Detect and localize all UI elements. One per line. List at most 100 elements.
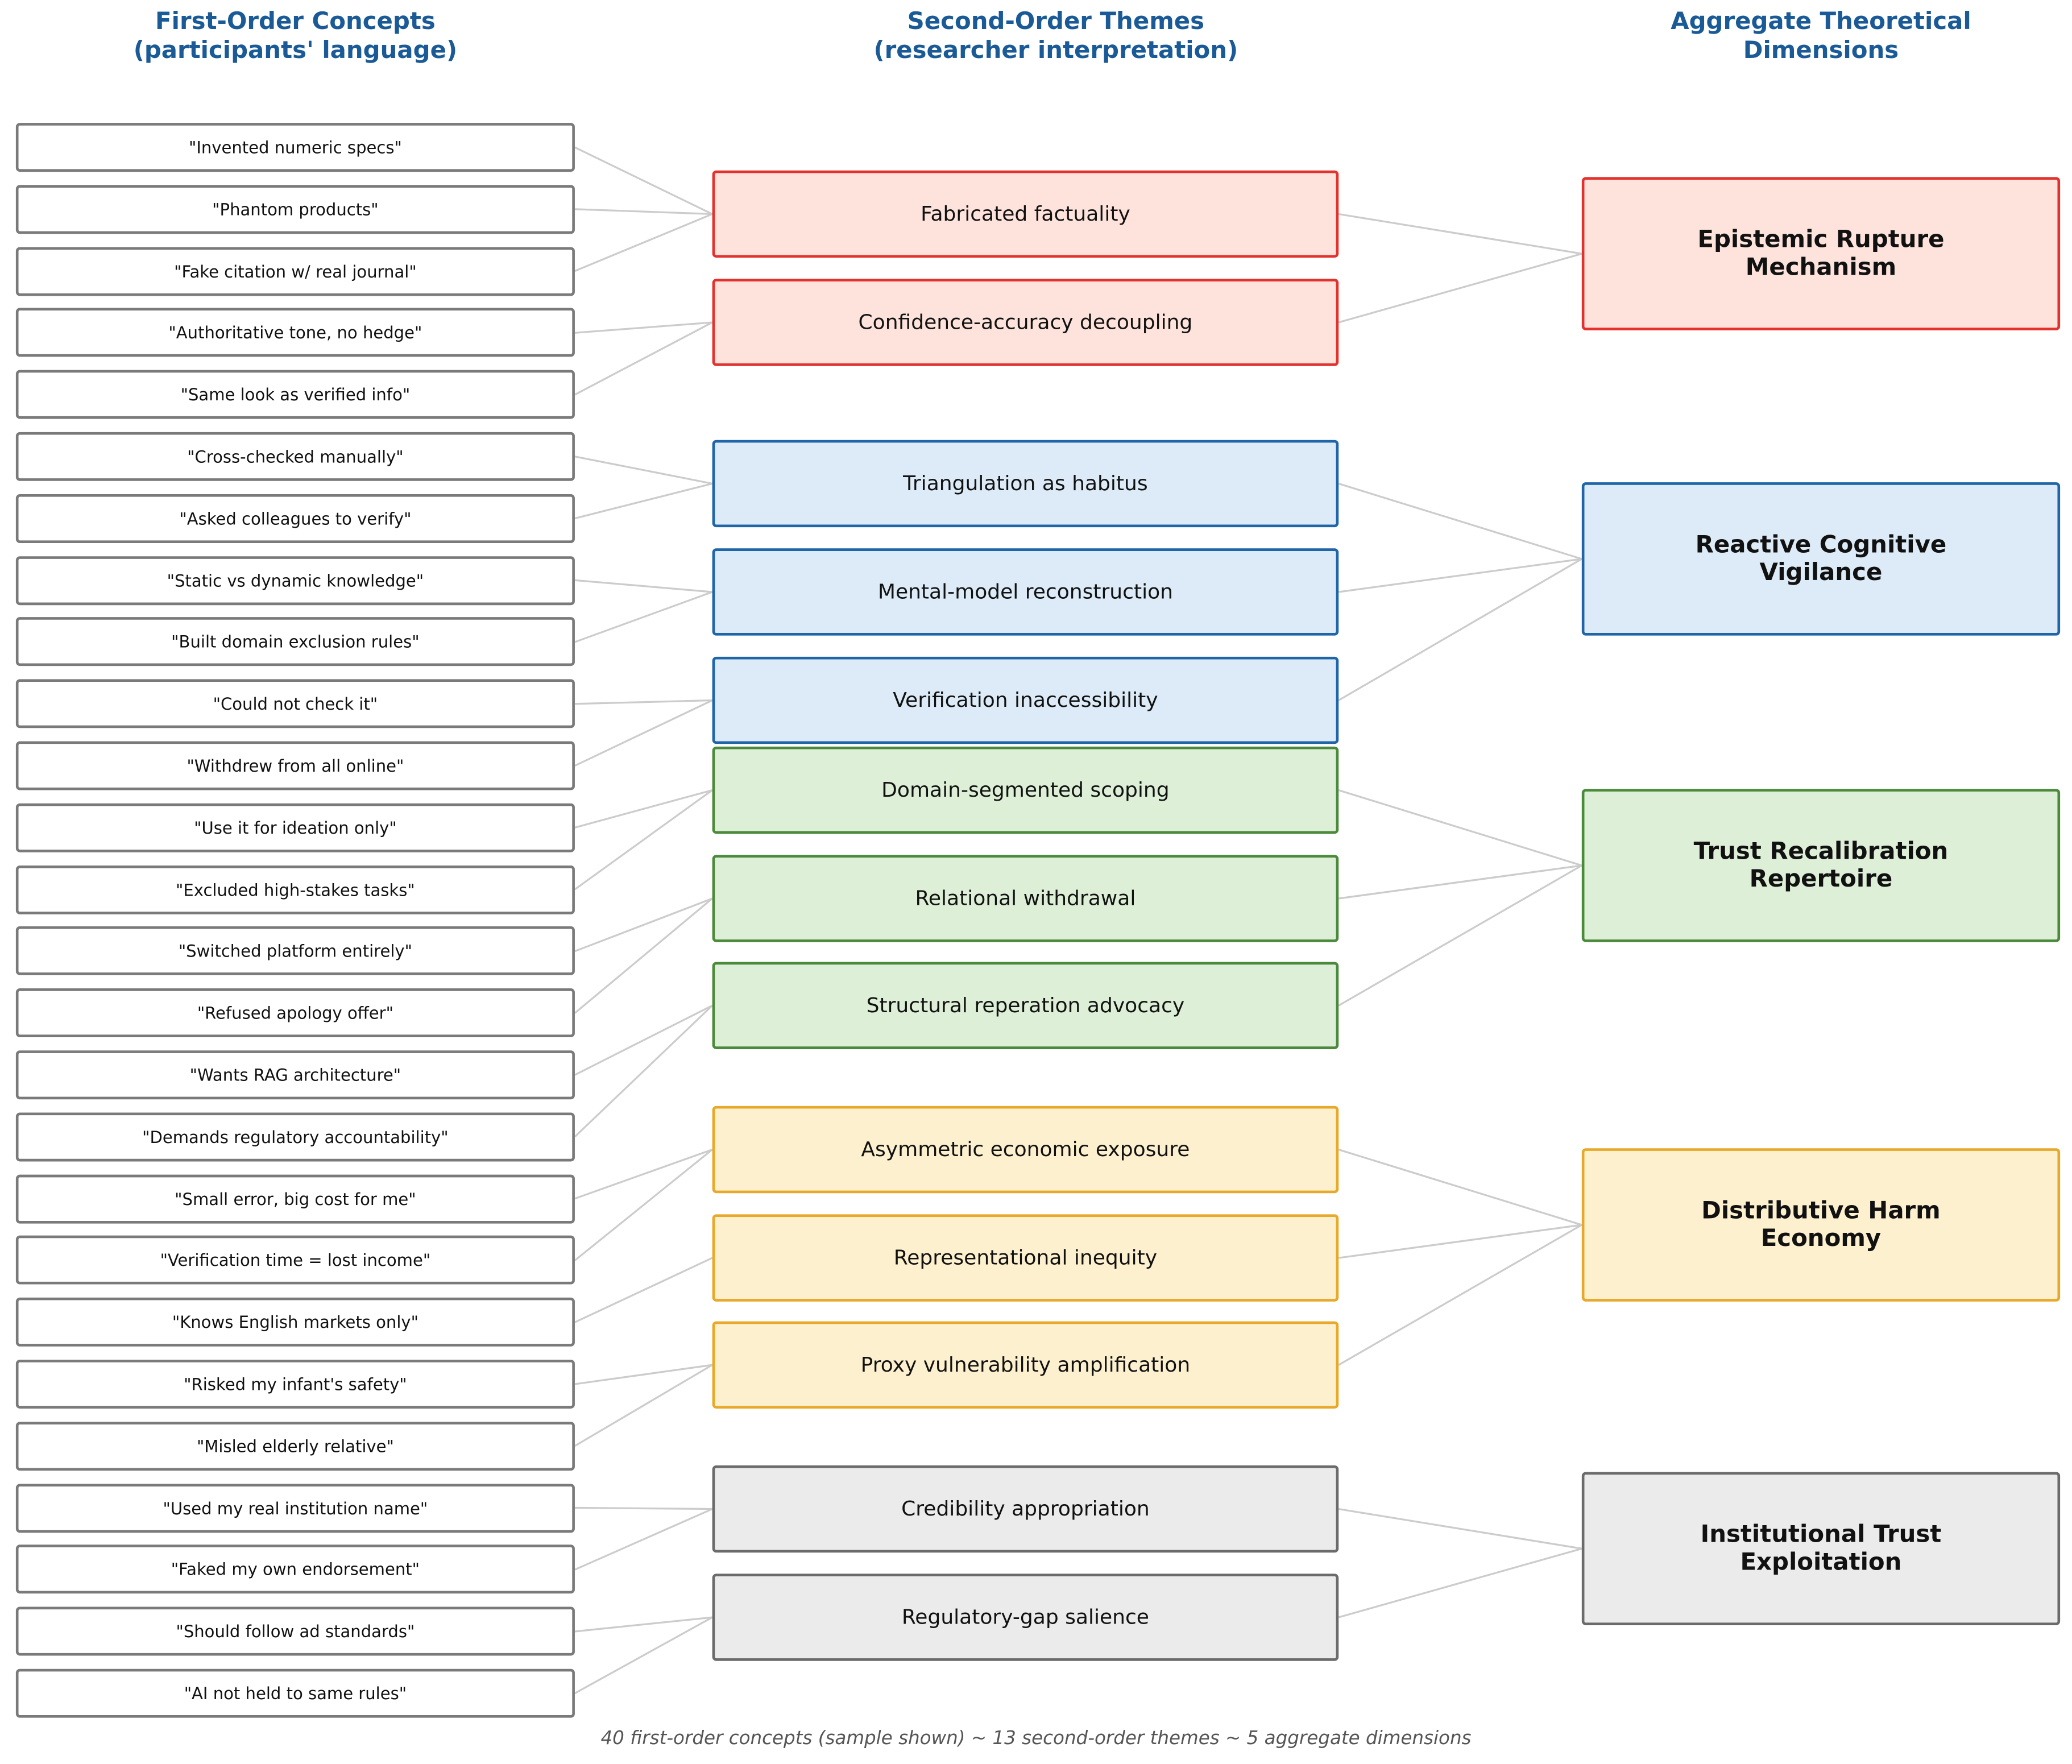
concept-box: "Verification time = lost income" bbox=[15, 1236, 575, 1285]
first-order-header-line2: (participants' language) bbox=[133, 37, 458, 65]
concept-box: "Switched platform entirely" bbox=[15, 926, 575, 976]
concept-theme-link bbox=[574, 699, 713, 767]
theme-dimension-link bbox=[1338, 1224, 1582, 1259]
theme-box-epistemic: Confidence-accuracy decoupling bbox=[712, 279, 1339, 366]
dimension-label-line: Exploitation bbox=[1740, 1548, 1902, 1577]
second-order-header-line2: (researcher interpretation) bbox=[873, 37, 1238, 65]
theme-dimension-link bbox=[1338, 252, 1582, 324]
concept-theme-link bbox=[574, 1257, 713, 1323]
theme-dimension-link bbox=[1338, 558, 1582, 593]
dimension-label-line: Mechanism bbox=[1745, 254, 1897, 281]
concept-box: "Authoritative tone, no hedge" bbox=[15, 308, 575, 358]
theme-dimension-link bbox=[1338, 789, 1582, 867]
concept-box: "Misled elderly relative" bbox=[15, 1421, 575, 1471]
theme-dimension-link bbox=[1338, 1224, 1582, 1366]
concept-theme-link bbox=[574, 482, 713, 520]
concept-theme-link bbox=[574, 897, 713, 953]
concept-box: "Fake citation w/ real journal" bbox=[15, 246, 575, 296]
theme-dimension-link bbox=[1338, 864, 1582, 900]
theme-box-vigilance: Triangulation as habitus bbox=[712, 440, 1339, 528]
dimension-label-line: Reactive Cognitive bbox=[1695, 531, 1947, 559]
concept-box: "Should follow ad standards" bbox=[15, 1606, 575, 1656]
dimension-label-line: Vigilance bbox=[1759, 558, 1883, 587]
concept-box: "Withdrew from all online" bbox=[15, 741, 575, 790]
theme-box-vigilance: Verification inaccessibility bbox=[712, 656, 1339, 744]
theme-dimension-link bbox=[1338, 482, 1582, 560]
concept-box: "Same look as verified info" bbox=[15, 370, 575, 420]
concept-theme-link bbox=[574, 213, 713, 272]
concept-box: "Invented numeric specs" bbox=[15, 123, 575, 172]
concept-box: "Could not check it" bbox=[15, 679, 575, 728]
concept-theme-link bbox=[574, 591, 713, 643]
theme-dimension-link bbox=[1338, 1547, 1582, 1618]
concept-theme-link bbox=[574, 146, 713, 215]
concept-box: "Knows English markets only" bbox=[15, 1298, 575, 1347]
concept-theme-link bbox=[574, 699, 712, 705]
concept-box: "Use it for ideation only" bbox=[15, 803, 575, 852]
dimension-label-line: Institutional Trust bbox=[1700, 1521, 1942, 1549]
theme-dimension-link bbox=[1338, 213, 1582, 255]
concept-theme-link bbox=[574, 321, 712, 334]
concept-theme-link bbox=[574, 579, 712, 593]
theme-box-vigilance: Mental-model reconstruction bbox=[712, 548, 1339, 636]
theme-dimension-link bbox=[1338, 558, 1582, 701]
concept-box: "Static vs dynamic knowledge" bbox=[15, 556, 575, 605]
concept-theme-link bbox=[574, 1506, 712, 1510]
concept-box: "AI not held to same rules" bbox=[15, 1668, 575, 1718]
concept-box: "Refused apology offer" bbox=[15, 988, 575, 1038]
theme-box-harm: Asymmetric economic exposure bbox=[712, 1105, 1339, 1194]
concept-box: "Used my real institution name" bbox=[15, 1483, 575, 1533]
concept-theme-link bbox=[574, 1616, 713, 1695]
concept-theme-link bbox=[574, 789, 713, 829]
concept-theme-link bbox=[574, 1149, 713, 1261]
dimension-label-line: Economy bbox=[1760, 1224, 1882, 1253]
concept-theme-link bbox=[574, 1004, 713, 1076]
first-order-header: First-Order Concepts (participants' lang… bbox=[16, 8, 575, 66]
first-order-header-line1: First-Order Concepts bbox=[155, 7, 436, 36]
second-order-header-line1: Second-Order Themes bbox=[907, 7, 1205, 36]
theme-dimension-link bbox=[1338, 864, 1582, 1007]
concept-theme-link bbox=[574, 1364, 713, 1447]
concept-box: "Cross-checked manually" bbox=[15, 432, 575, 481]
concept-theme-link bbox=[574, 1508, 713, 1571]
dimension-label-line: Repertoire bbox=[1749, 865, 1893, 893]
concept-box: "Asked colleagues to verify" bbox=[15, 494, 575, 543]
theme-box-trust: Relational withdrawal bbox=[712, 855, 1339, 942]
theme-dimension-link bbox=[1338, 1148, 1582, 1226]
concept-theme-link bbox=[574, 897, 713, 1014]
theme-box-trust: Domain-segmented scoping bbox=[712, 746, 1339, 834]
aggregate-header-line2: Dimensions bbox=[1743, 37, 1899, 65]
theme-dimension-link bbox=[1338, 1508, 1582, 1550]
concept-box: "Demands regulatory accountability" bbox=[15, 1112, 575, 1161]
concept-box: "Built domain exclusion rules" bbox=[15, 618, 575, 667]
theme-box-institutional: Credibility appropriation bbox=[712, 1465, 1339, 1553]
theme-box-institutional: Regulatory-gap salience bbox=[712, 1573, 1339, 1661]
footer-note: 40 first-order concepts (sample shown) ~… bbox=[600, 1728, 1472, 1750]
concept-theme-link bbox=[574, 321, 713, 396]
dimension-label-line: Epistemic Rupture bbox=[1697, 226, 1945, 254]
concept-box: "Faked my own endorsement" bbox=[15, 1545, 575, 1595]
concept-theme-link bbox=[574, 789, 713, 891]
dimension-label-line: Distributive Harm bbox=[1701, 1197, 1941, 1225]
aggregate-header: Aggregate Theoretical Dimensions bbox=[1582, 8, 2060, 66]
theme-box-epistemic: Fabricated factuality bbox=[712, 170, 1339, 258]
concept-theme-link bbox=[574, 208, 712, 216]
theme-box-trust: Structural reperation advocacy bbox=[712, 962, 1339, 1049]
theme-box-harm: Representational inequity bbox=[712, 1214, 1339, 1302]
concept-box: "Wants RAG architecture" bbox=[15, 1050, 575, 1100]
concept-theme-link bbox=[574, 1005, 713, 1138]
aggregate-header-line1: Aggregate Theoretical bbox=[1671, 7, 1971, 36]
concept-theme-link bbox=[574, 1149, 713, 1200]
concept-box: "Risked my infant's safety" bbox=[15, 1359, 575, 1409]
dimension-label-line: Trust Recalibration bbox=[1693, 838, 1949, 866]
concept-box: "Phantom products" bbox=[15, 184, 575, 234]
second-order-header: Second-Order Themes (researcher interpre… bbox=[712, 8, 1399, 66]
concept-box: "Excluded high-stakes tasks" bbox=[15, 865, 575, 914]
